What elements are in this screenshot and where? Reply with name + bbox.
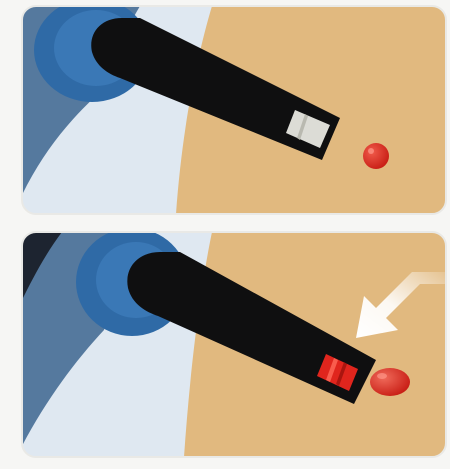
bottom-panel [22,228,446,457]
blood-drop-icon [363,143,389,169]
top-panel [22,0,446,214]
blood-drop-icon [370,368,410,396]
